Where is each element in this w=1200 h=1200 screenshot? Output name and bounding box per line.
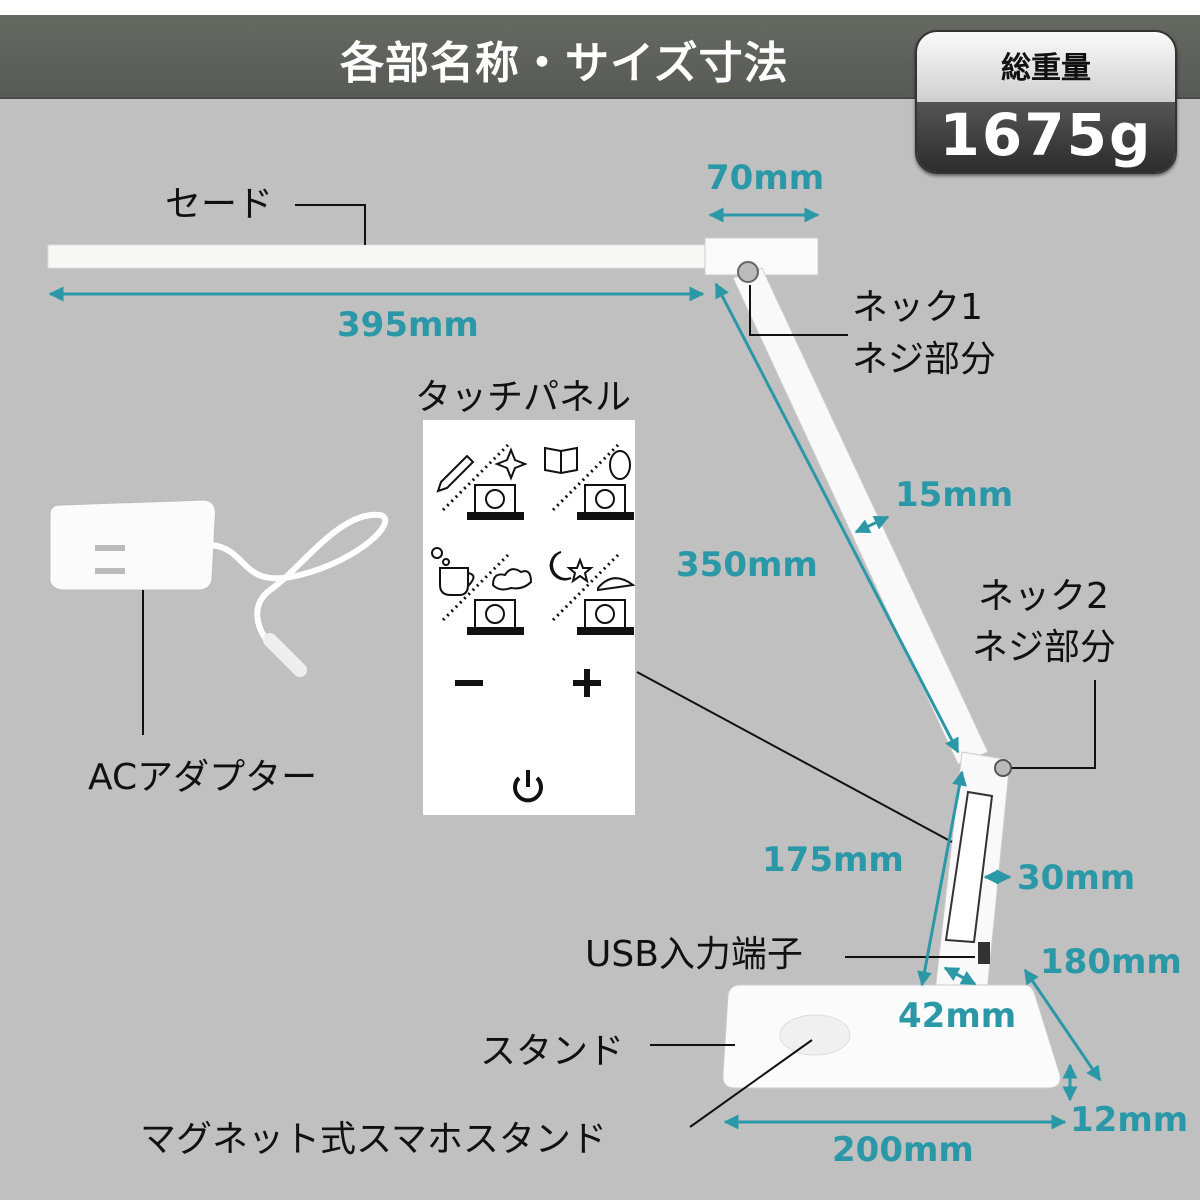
neck2-screw [994, 759, 1012, 777]
usb-port [978, 942, 990, 964]
dim-base-depth: 180mm [1040, 942, 1182, 982]
label-neck1-screw: ネジ部分 [852, 339, 997, 380]
dim-shade-length: 395mm [337, 305, 479, 345]
magnet-phone-stand [779, 1014, 851, 1056]
dim-upper-arm: 350mm [676, 545, 818, 585]
label-shade: セード [165, 184, 274, 225]
label-ac-adapter: ACアダプター [88, 757, 318, 798]
minus-icon[interactable] [455, 680, 483, 686]
plus-icon[interactable] [573, 669, 601, 697]
weight-badge: 総重量 1675g [915, 30, 1177, 174]
dim-neck-base: 42mm [898, 996, 1017, 1036]
neck1-screw [737, 261, 759, 283]
dim-lower-arm: 175mm [762, 840, 904, 880]
dim-lower-arm-width: 30mm [1017, 858, 1136, 898]
sparkle-icon [494, 447, 528, 481]
label-usb: USB入力端子 [585, 934, 803, 975]
label-magnet-stand: マグネット式スマホスタンド [140, 1119, 607, 1160]
label-neck1: ネック1 [852, 287, 983, 328]
cloud-icon [491, 568, 533, 591]
power-icon[interactable] [513, 770, 543, 803]
touch-panel-image [423, 420, 636, 815]
book-icon [544, 446, 578, 475]
label-neck2: ネック2 [978, 576, 1109, 617]
laptop-icons [467, 484, 634, 635]
label-neck2-screw: ネジ部分 [972, 627, 1117, 668]
top-strip [0, 0, 1200, 15]
ac-adapter-image [49, 499, 389, 677]
dim-base-height: 12mm [1070, 1100, 1189, 1140]
dim-arm-thickness: 15mm [895, 475, 1014, 515]
weight-value: 1675g [917, 102, 1175, 172]
label-touch-panel: タッチパネル [415, 377, 632, 418]
label-stand: スタンド [480, 1031, 625, 1072]
dim-head-width: 70mm [706, 158, 825, 198]
dimension-arrows [48, 207, 1102, 1130]
leaf-icon [609, 450, 631, 480]
lamp-shade [47, 237, 819, 276]
page-title: 各部名称・サイズ寸法 [340, 38, 789, 89]
cup-icon [431, 547, 475, 596]
nightcap-icon [597, 577, 636, 592]
touch-panel-icons [431, 443, 636, 803]
pencil-icon [436, 454, 475, 493]
weight-label: 総重量 [917, 32, 1175, 102]
moon-star-icon [549, 551, 594, 584]
dim-base-width: 200mm [832, 1130, 974, 1170]
